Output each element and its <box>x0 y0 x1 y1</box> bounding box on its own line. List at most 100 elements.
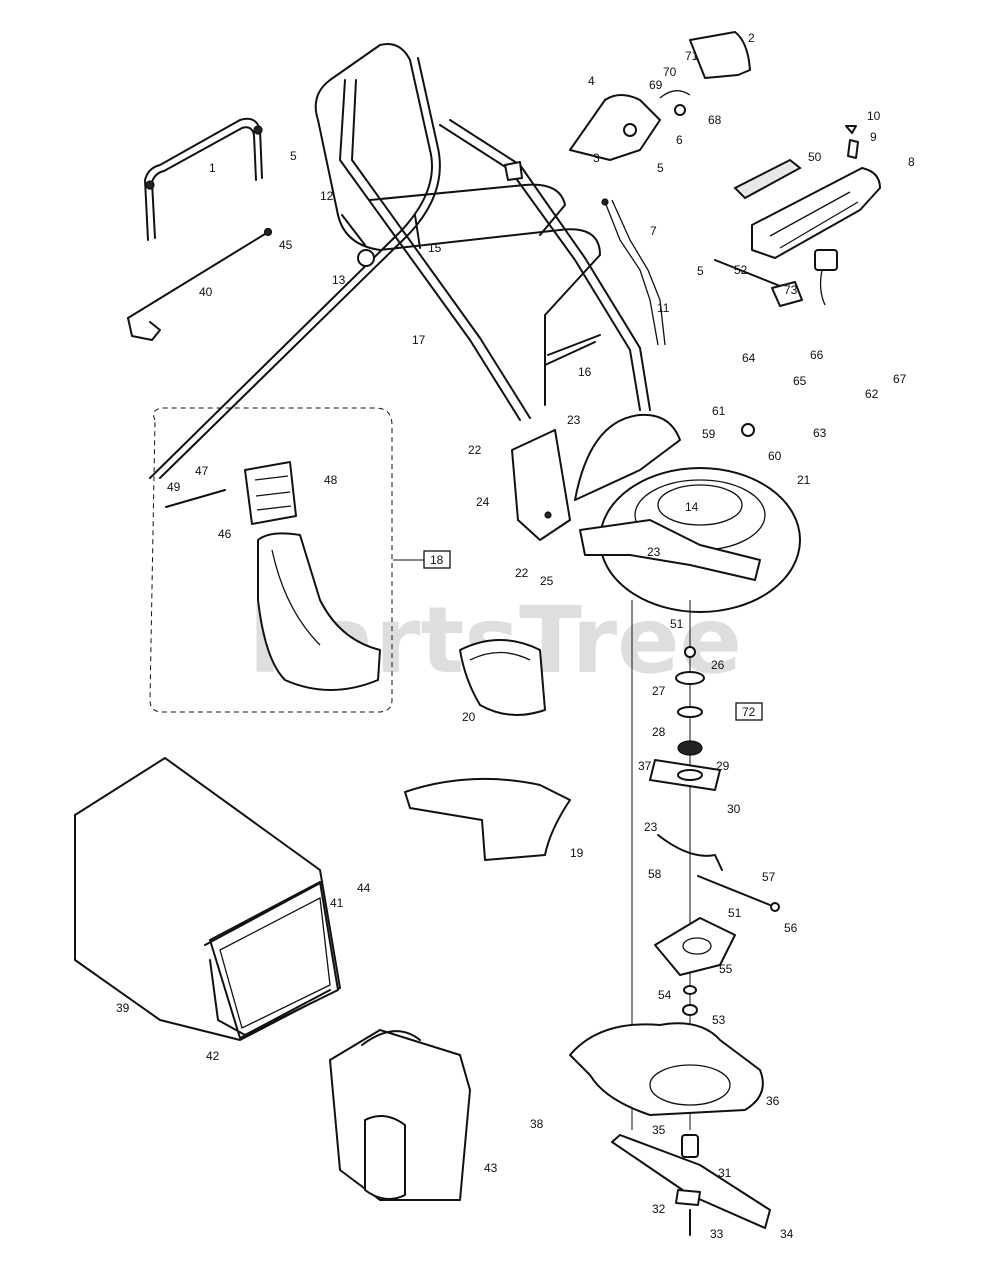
callout-31: 31 <box>718 1166 732 1180</box>
bag-frame[interactable] <box>204 881 331 1036</box>
height-adjuster[interactable] <box>714 259 803 437</box>
callout-57: 57 <box>762 870 776 884</box>
callout-69: 69 <box>649 78 663 92</box>
callout-43: 43 <box>484 1161 498 1175</box>
callout-29: 29 <box>716 759 730 773</box>
callout-26: 26 <box>711 658 725 672</box>
drive-control-rod[interactable] <box>127 227 273 341</box>
lower-handle[interactable] <box>339 79 651 421</box>
callout-20: 20 <box>462 710 476 724</box>
kit-ref-18: 18 <box>430 553 444 567</box>
callout-73: 73 <box>784 283 798 297</box>
callout-23c: 23 <box>644 820 658 834</box>
callout-32: 32 <box>652 1202 666 1216</box>
callout-38: 38 <box>530 1117 544 1131</box>
bearing-housing[interactable] <box>649 759 721 791</box>
grass-bag[interactable] <box>74 757 341 1041</box>
control-bail[interactable] <box>144 117 263 241</box>
callout-51b: 51 <box>728 906 742 920</box>
callout-53: 53 <box>712 1013 726 1027</box>
callout-4: 4 <box>588 74 595 88</box>
chute-door[interactable] <box>244 461 297 525</box>
key-switch[interactable] <box>845 125 859 159</box>
blade-brake-plate[interactable] <box>654 917 736 976</box>
callout-49: 49 <box>167 480 181 494</box>
callout-33: 33 <box>710 1227 724 1241</box>
callout-54: 54 <box>658 988 672 1002</box>
callout-63: 63 <box>813 426 827 440</box>
baffle-spring[interactable] <box>657 834 723 871</box>
callout-36: 36 <box>766 1094 780 1108</box>
callout-28: 28 <box>652 725 666 739</box>
callout-9: 9 <box>870 130 877 144</box>
rear-baffle[interactable] <box>404 777 571 861</box>
handle-bolt[interactable] <box>414 214 421 249</box>
callout-70: 70 <box>663 65 677 79</box>
callout-44: 44 <box>357 881 371 895</box>
callout-23b: 23 <box>647 545 661 559</box>
blade-washer[interactable] <box>675 1189 701 1206</box>
handle-knob[interactable] <box>357 249 375 267</box>
rear-hinge-bracket[interactable] <box>511 429 571 541</box>
callout-56: 56 <box>784 921 798 935</box>
callout-5a: 5 <box>290 149 297 163</box>
door-rod[interactable] <box>165 489 226 508</box>
callout-24: 24 <box>476 495 490 509</box>
callout-17: 17 <box>412 333 426 347</box>
motor-housing-baffle[interactable] <box>569 1022 764 1116</box>
adapter-washer[interactable] <box>683 985 697 995</box>
upper-handle[interactable] <box>149 43 601 479</box>
callout-6: 6 <box>676 133 683 147</box>
control-housing[interactable] <box>569 31 751 161</box>
blade-brake-rod[interactable] <box>697 875 771 906</box>
kit-ref-72: 72 <box>742 705 756 719</box>
adapter-key[interactable] <box>682 1004 698 1016</box>
callout-48: 48 <box>324 473 338 487</box>
callout-5b: 5 <box>657 161 664 175</box>
callout-62: 62 <box>865 387 879 401</box>
mulch-plug[interactable] <box>459 639 546 716</box>
mower-blade[interactable] <box>611 1134 771 1229</box>
callout-3: 3 <box>593 151 600 165</box>
callout-16: 16 <box>578 365 592 379</box>
callout-7: 7 <box>650 224 657 238</box>
callout-12: 12 <box>320 189 334 203</box>
callout-2: 2 <box>748 31 755 45</box>
rod-end[interactable] <box>770 902 780 912</box>
callout-22a: 22 <box>468 443 482 457</box>
callout-52: 52 <box>734 263 748 277</box>
cable-guides[interactable] <box>544 334 601 366</box>
callout-50: 50 <box>808 150 822 164</box>
bearing[interactable] <box>677 740 703 756</box>
mower-deck[interactable] <box>574 413 801 613</box>
spindle-washer[interactable] <box>684 646 696 658</box>
callout-60: 60 <box>768 449 782 463</box>
battery-charger[interactable] <box>814 249 838 306</box>
callout-64: 64 <box>742 351 756 365</box>
callout-65: 65 <box>793 374 807 388</box>
battery-pack[interactable] <box>751 167 881 259</box>
side-chute[interactable] <box>257 532 381 691</box>
callout-23a: 23 <box>567 413 581 427</box>
callout-27: 27 <box>652 684 666 698</box>
spindle-spacer[interactable] <box>675 671 705 685</box>
chute-kit-boundary <box>149 407 393 713</box>
callout-61: 61 <box>712 404 726 418</box>
callout-34: 34 <box>780 1227 794 1241</box>
rear-cover[interactable] <box>329 1029 471 1201</box>
flat-washer[interactable] <box>677 706 703 718</box>
battery-cover[interactable] <box>733 158 802 200</box>
callout-41: 41 <box>330 896 344 910</box>
callout-39: 39 <box>116 1001 130 1015</box>
control-cable[interactable] <box>601 198 666 346</box>
callout-22b: 22 <box>515 566 529 580</box>
callout-15: 15 <box>428 241 442 255</box>
callout-10: 10 <box>867 109 881 123</box>
blade-adapter[interactable] <box>681 1134 699 1158</box>
callout-14: 14 <box>685 500 699 514</box>
callout-58: 58 <box>648 867 662 881</box>
callout-68: 68 <box>708 113 722 127</box>
callout-40: 40 <box>199 285 213 299</box>
callout-21: 21 <box>797 473 811 487</box>
